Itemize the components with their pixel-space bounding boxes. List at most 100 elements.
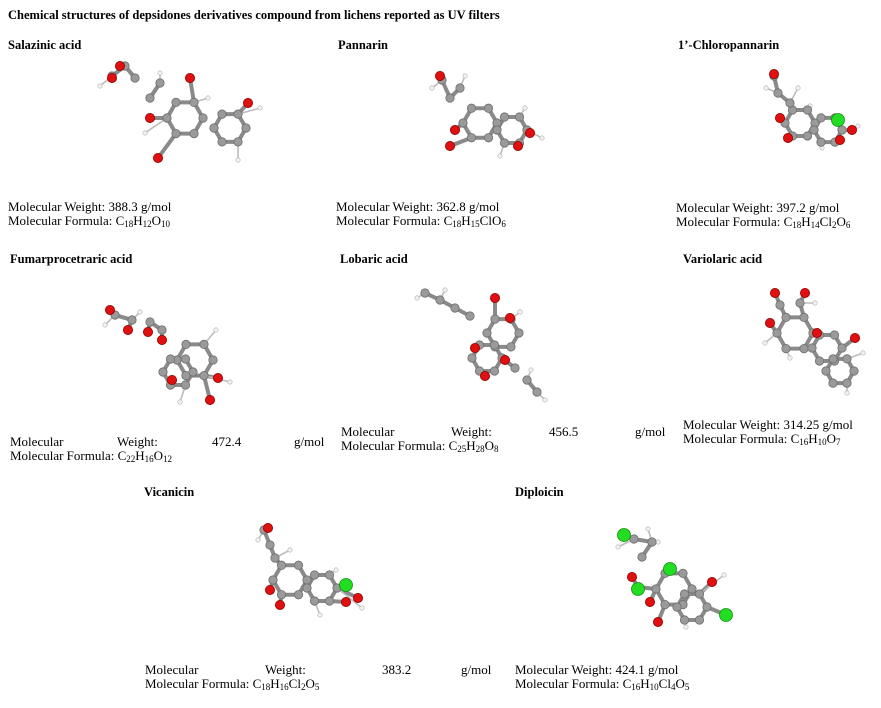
oxygen-atom (153, 153, 164, 164)
formula-element: C (790, 431, 800, 446)
oxygen-atom (513, 141, 524, 152)
oxygen-atom (850, 333, 861, 344)
compound-info-variolaric-acid: Molecular Weight: 314.25 g/mol Molecular… (683, 417, 853, 448)
oxygen-atom (653, 617, 664, 628)
compound-name: Diploicin (515, 485, 564, 499)
formula-element: O (153, 448, 164, 463)
carbon-atom (420, 288, 430, 298)
carbon-atom (171, 128, 181, 139)
carbon-atom (435, 295, 445, 305)
formula-element: C (443, 213, 453, 228)
formula-element: O (484, 438, 495, 453)
carbon-atom (208, 355, 218, 365)
carbon-atom (276, 590, 287, 600)
carbon-atom (180, 380, 191, 390)
carbon-atom (678, 568, 688, 579)
carbon-atom (293, 590, 304, 600)
formula-element: H (640, 676, 650, 691)
carbon-atom (130, 73, 140, 83)
oxygen-atom (800, 288, 811, 298)
carbon-atom (816, 137, 826, 147)
lobaric-acid-structure (414, 287, 548, 403)
carbon-atom (828, 354, 838, 364)
oxygen-atom (434, 71, 445, 81)
chlorine-atom (719, 608, 733, 622)
carbon-atom (241, 123, 251, 133)
oxygen-atom (106, 72, 117, 83)
hydrogen-atom (205, 95, 211, 101)
formula-subscript: 18 (792, 220, 802, 230)
formula-subscript: 18 (261, 682, 271, 692)
formula-element: ClO (479, 213, 502, 228)
molecular-formula: C16H10Cl4O5 (623, 676, 690, 693)
chlorine-atom (631, 582, 645, 596)
oxygen-atom (490, 293, 501, 303)
carbon-atom (660, 599, 670, 610)
hydrogen-atom (257, 105, 263, 111)
formula-element: Cl (658, 676, 671, 691)
carbon-atom (171, 97, 181, 108)
formula-subscript: 14 (810, 220, 820, 230)
oxygen-atom (782, 133, 793, 144)
hydrogen-atom (497, 153, 503, 159)
carbon-atom (694, 589, 705, 599)
carbon-atom (309, 596, 320, 606)
carbon-atom (514, 328, 524, 338)
oxygen-atom (105, 305, 115, 315)
formula-subscript: 5 (314, 682, 320, 692)
formula-element: O (305, 676, 315, 691)
carbon-atom (842, 354, 852, 364)
formula-element: H (135, 448, 145, 463)
carbon-atom (637, 552, 647, 562)
formula-subscript: 8 (494, 444, 499, 454)
carbon-atom (785, 98, 795, 108)
carbon-atom (679, 615, 690, 625)
hydrogen-atom (812, 300, 818, 306)
carbon-atom (458, 118, 468, 128)
oxygen-atom (353, 593, 364, 604)
carbon-atom (465, 311, 475, 321)
carbon-atom (217, 109, 227, 119)
carbon-atom (302, 583, 312, 593)
compound-info-salazinic-acid: Molecular Weight: 388.3 g/mol Molecular … (8, 199, 172, 230)
carbon-atom (672, 602, 682, 612)
carbon-atom (837, 125, 847, 135)
oxygen-atom (274, 600, 285, 611)
bond (336, 587, 363, 609)
hydrogen-atom (255, 537, 261, 543)
molecular-formula: C18H15ClO6 (443, 213, 506, 230)
hydrogen-atom (542, 397, 548, 403)
formula-element: O (675, 676, 685, 691)
hydrogen-atom (860, 350, 866, 356)
compound-info-diploicin: Molecular Weight: 424.1 g/mol Molecular … (515, 662, 690, 693)
formula-element: C (252, 676, 262, 691)
carbon-atom (155, 78, 165, 88)
carbon-atom (483, 133, 494, 143)
oxygen-atom (645, 597, 656, 608)
hydrogen-atom (795, 85, 801, 91)
carbon-atom (799, 312, 809, 323)
carbon-atom (816, 113, 826, 123)
oxygen-atom (470, 343, 481, 354)
carbon-atom (482, 328, 492, 338)
carbon-atom (324, 570, 335, 580)
carbon-atom (483, 103, 494, 113)
carbon-atom (807, 343, 817, 353)
hydrogen-atom (517, 309, 523, 315)
compound-info-vicanicin: Molecular Weight: 383.2 g/mol Molecular … (145, 662, 492, 693)
formula-subscript: 18 (124, 219, 134, 229)
carbon-atom (199, 339, 209, 350)
formula-subscript: 22 (126, 454, 136, 464)
formula-subscript: 5 (684, 682, 690, 692)
molecular-formula: C25H28O8 (449, 438, 499, 455)
formula-subscript: 2 (831, 220, 837, 230)
carbon-atom (145, 93, 155, 103)
oxygen-atom (812, 328, 823, 339)
carbon-atom (849, 366, 859, 376)
formula-element: H (270, 676, 280, 691)
compound-name: Vicanicin (144, 485, 195, 499)
formula-subscript: 7 (836, 437, 841, 447)
molecular-formula: C18H12O10 (116, 213, 170, 230)
carbon-atom (506, 342, 516, 352)
carbon-atom (445, 93, 455, 103)
